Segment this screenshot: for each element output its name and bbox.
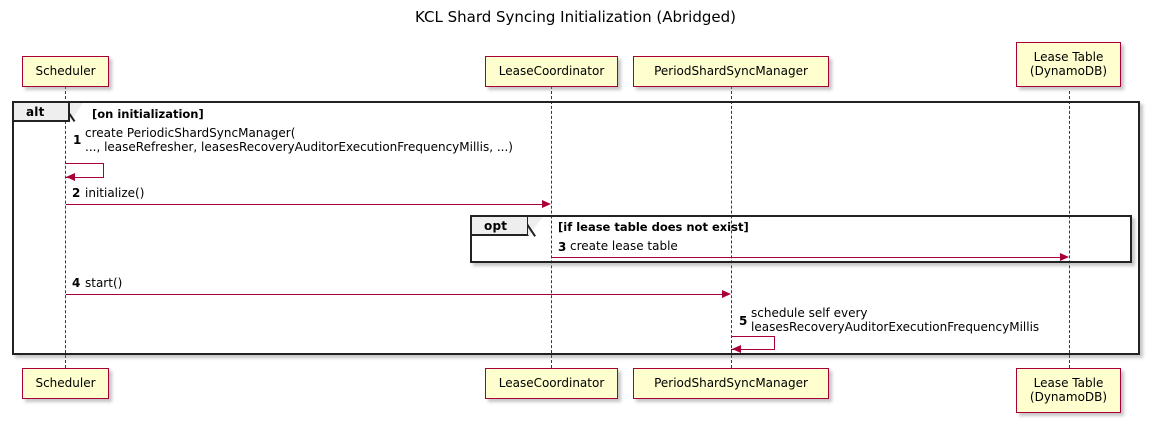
participant-label: Scheduler: [35, 375, 96, 390]
participant-label: Scheduler: [35, 63, 96, 78]
message-3-label: create lease table: [570, 239, 678, 253]
lifeline-leasecoordinator: [551, 86, 552, 368]
message-3-line: [552, 257, 1061, 258]
message-4-line: [66, 294, 723, 295]
opt-frame-condition: [if lease table does not exist]: [558, 220, 749, 234]
participant-label: LeaseCoordinator: [498, 375, 605, 390]
message-5-arrowhead: [732, 345, 741, 353]
message-4-label: start(): [85, 276, 123, 290]
opt-frame-tab: opt: [472, 217, 529, 236]
diagram-title: KCL Shard Syncing Initialization (Abridg…: [415, 8, 736, 26]
participant-label: PeriodShardSyncManager: [654, 375, 808, 390]
participant-periodshardsyncmanager-bottom[interactable]: PeriodShardSyncManager: [633, 368, 829, 399]
alt-frame-tab-label: alt: [26, 104, 45, 119]
opt-frame-tab-label: opt: [484, 218, 508, 233]
lifeline-periodshardsyncmanager: [731, 86, 732, 368]
message-4-arrowhead: [722, 290, 731, 298]
lifeline-leasetable: [1069, 91, 1070, 368]
participant-label: PeriodShardSyncManager: [654, 63, 808, 78]
participant-leasetable-top[interactable]: Lease Table (DynamoDB): [1016, 42, 1121, 87]
message-3-number: 3: [558, 240, 567, 254]
message-2-number: 2: [72, 186, 81, 200]
message-5-self-loop: [731, 336, 775, 350]
participant-scheduler-bottom[interactable]: Scheduler: [22, 368, 109, 399]
message-5-label: schedule self every leasesRecoveryAudito…: [751, 306, 1040, 334]
alt-frame-tab: alt: [14, 103, 70, 122]
participant-leasecoordinator-bottom[interactable]: LeaseCoordinator: [485, 368, 618, 399]
alt-frame-tab-diagonal: [69, 103, 84, 123]
opt-frame-tab-diagonal: [528, 217, 544, 237]
participant-label: LeaseCoordinator: [498, 63, 605, 78]
message-1-arrowhead: [66, 173, 75, 181]
opt-frame: [470, 215, 1132, 263]
message-4-number: 4: [72, 276, 81, 290]
message-5-number: 5: [739, 314, 748, 328]
message-1-number: 1: [73, 133, 82, 147]
participant-periodshardsyncmanager-top[interactable]: PeriodShardSyncManager: [633, 56, 829, 87]
participant-label: Lease Table (DynamoDB): [1029, 375, 1108, 404]
participant-leasecoordinator-top[interactable]: LeaseCoordinator: [485, 56, 618, 87]
alt-frame-tab-corner: [70, 103, 83, 122]
alt-frame: [12, 101, 1140, 355]
participant-scheduler-top[interactable]: Scheduler: [22, 56, 109, 87]
lifeline-scheduler: [65, 86, 66, 368]
message-2-label: initialize(): [85, 186, 145, 200]
message-1-label: create PeriodicShardSyncManager( ..., le…: [85, 126, 513, 154]
participant-leasetable-bottom[interactable]: Lease Table (DynamoDB): [1016, 368, 1121, 413]
message-3-arrowhead: [1060, 253, 1069, 261]
message-2-arrowhead: [542, 200, 551, 208]
message-1-self-loop: [65, 163, 104, 178]
participant-label: Lease Table (DynamoDB): [1029, 49, 1108, 78]
message-2-line: [66, 204, 543, 205]
alt-frame-condition: [on initialization]: [92, 107, 204, 121]
